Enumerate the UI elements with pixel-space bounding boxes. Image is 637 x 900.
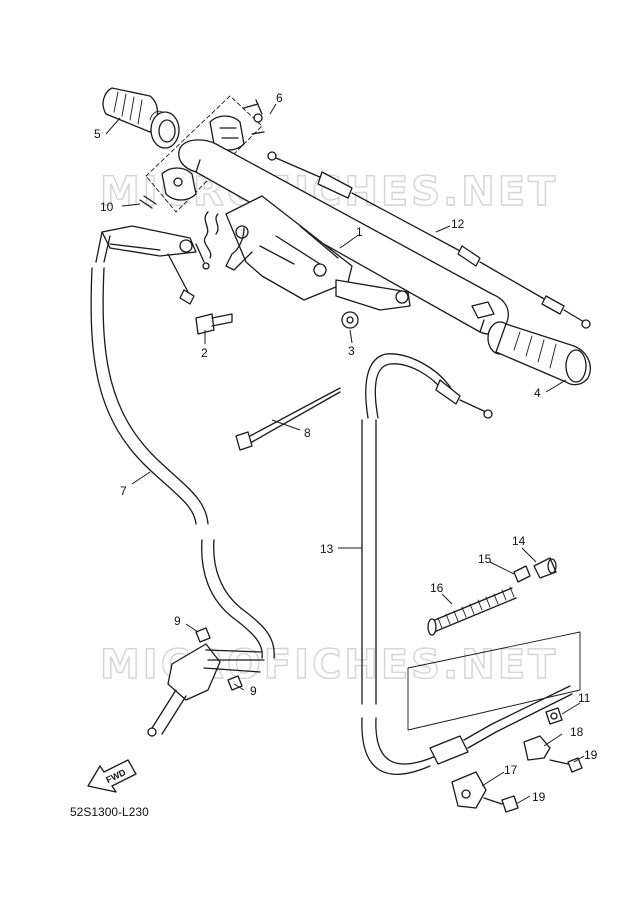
throttle-cable bbox=[267, 151, 591, 329]
adjuster-screws bbox=[101, 195, 210, 305]
diagram-code: 52S1300-L230 bbox=[70, 805, 149, 819]
cable-clip bbox=[545, 707, 563, 725]
adjusting-nut bbox=[513, 565, 531, 583]
lever-bolt bbox=[195, 313, 233, 335]
bolt-upper bbox=[549, 757, 583, 773]
locknut bbox=[533, 557, 557, 579]
right-grip bbox=[487, 321, 591, 386]
bolt-lower bbox=[483, 795, 519, 813]
cable-holder bbox=[451, 771, 487, 809]
leader-lines bbox=[105, 103, 585, 805]
callout-7: 7 bbox=[120, 484, 127, 498]
callout-2: 2 bbox=[201, 346, 208, 360]
callout-13: 13 bbox=[320, 542, 334, 556]
callout-19a: 19 bbox=[584, 748, 598, 762]
callout-15: 15 bbox=[478, 552, 492, 566]
callout-10: 10 bbox=[100, 200, 114, 214]
callout-11: 11 bbox=[578, 691, 591, 705]
callout-3: 3 bbox=[348, 344, 355, 358]
assembly-outline bbox=[407, 631, 581, 731]
callout-8: 8 bbox=[304, 426, 311, 440]
cable-junction bbox=[147, 627, 265, 737]
brake-spring bbox=[427, 586, 517, 636]
callout-9b: 9 bbox=[250, 684, 257, 698]
cable-tie bbox=[235, 387, 341, 451]
callout-9a: 9 bbox=[174, 614, 181, 628]
callout-4: 4 bbox=[534, 386, 541, 400]
handlebar-assembly bbox=[178, 139, 509, 335]
brake-cable bbox=[361, 353, 573, 775]
callout-6: 6 bbox=[276, 91, 283, 105]
lever-nut bbox=[341, 311, 359, 329]
callout-1: 1 bbox=[356, 225, 363, 239]
callout-5: 5 bbox=[94, 127, 101, 141]
callout-14: 14 bbox=[512, 534, 526, 548]
throttle-cable-long bbox=[90, 231, 275, 659]
cable-clamp bbox=[523, 735, 551, 761]
left-grip bbox=[102, 87, 180, 149]
callout-17: 17 bbox=[504, 763, 518, 777]
fwd-arrow-icon: FWD bbox=[87, 759, 137, 793]
callout-16: 16 bbox=[430, 581, 444, 595]
callout-12: 12 bbox=[451, 217, 465, 231]
callout-19b: 19 bbox=[532, 790, 546, 804]
callout-18: 18 bbox=[570, 725, 584, 739]
